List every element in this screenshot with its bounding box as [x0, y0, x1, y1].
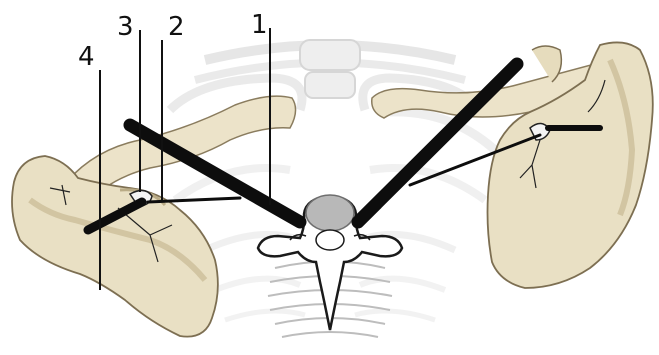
label-1: 1 — [251, 12, 268, 38]
label-3: 3 — [117, 14, 134, 40]
left-scapula-illustration — [12, 156, 218, 337]
label-4: 4 — [78, 44, 95, 70]
label-2: 2 — [168, 14, 185, 40]
